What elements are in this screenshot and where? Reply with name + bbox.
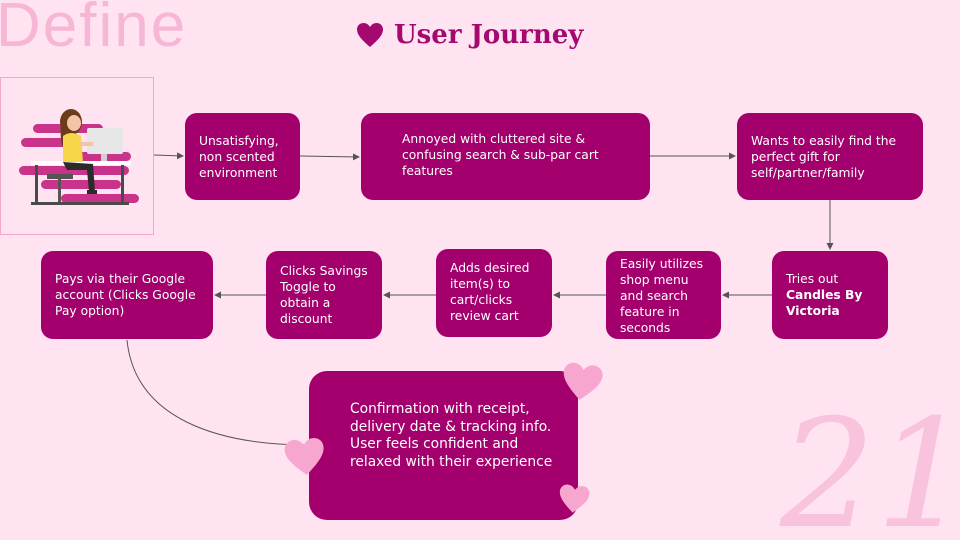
heart-icon <box>563 362 603 400</box>
woman-at-computer-illustration <box>0 77 154 235</box>
step-text: Unsatisfying, non scented environment <box>199 134 279 180</box>
step-text: Annoyed with cluttered site & confusing … <box>402 132 599 178</box>
journey-step: Pays via their Google account (Clicks Go… <box>41 251 213 339</box>
step-text: Adds desired item(s) to cart/clicks revi… <box>450 261 530 323</box>
step-text: Pays via their Google account (Clicks Go… <box>55 272 196 318</box>
page-title: User Journey <box>394 20 584 50</box>
journey-step: Clicks Savings Toggle to obtain a discou… <box>266 251 382 339</box>
journey-step: Easily utilizes shop menu and search fea… <box>606 251 721 339</box>
brand-name: Candles By Victoria <box>786 288 863 318</box>
step-text: Wants to easily find the perfect gift fo… <box>751 134 897 180</box>
journey-step: Annoyed with cluttered site & confusing … <box>361 113 650 200</box>
journey-step: Tries out Candles By Victoria <box>772 251 888 339</box>
journey-step: Adds desired item(s) to cart/clicks revi… <box>436 249 552 337</box>
heart-icon <box>559 484 590 513</box>
section-label: Define <box>0 0 188 60</box>
page-number: 21 <box>780 388 960 540</box>
journey-step-final: Confirmation with receipt, delivery date… <box>309 371 578 520</box>
journey-step: Wants to easily find the perfect gift fo… <box>737 113 923 200</box>
step-text: Clicks Savings Toggle to obtain a discou… <box>280 264 368 326</box>
step-text: Confirmation with receipt, delivery date… <box>350 401 553 470</box>
step-text: Easily utilizes shop menu and search fea… <box>620 257 704 335</box>
step-text: Tries out <box>786 272 839 286</box>
title-bar: User Journey <box>356 20 583 50</box>
journey-step: Unsatisfying, non scented environment <box>185 113 300 200</box>
heart-icon <box>357 23 383 47</box>
heart-icon <box>284 438 324 475</box>
